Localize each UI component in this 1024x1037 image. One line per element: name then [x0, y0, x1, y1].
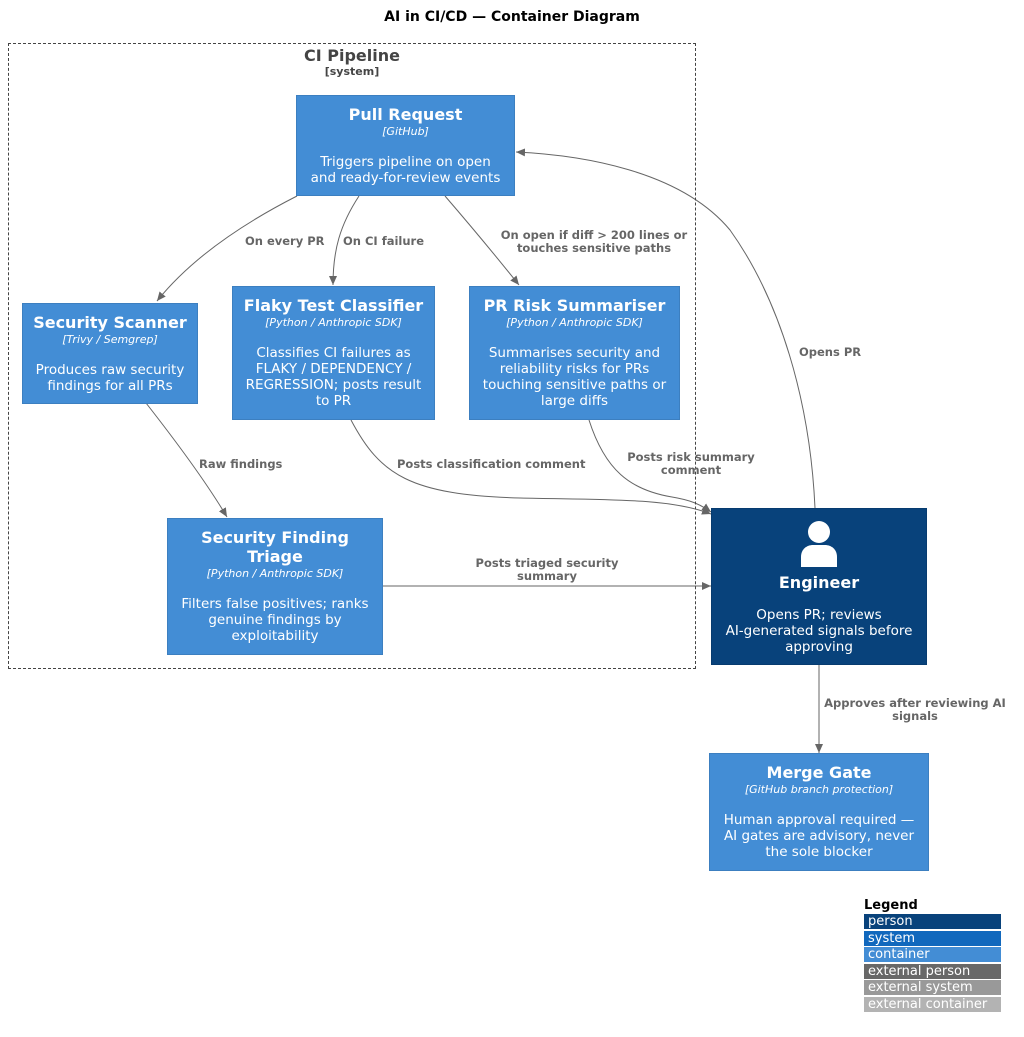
node-description: Summarises security and reliability risk… — [482, 345, 667, 409]
node-name: PR Risk Summariser — [483, 296, 666, 315]
node-technology: [Python / Anthropic SDK] — [506, 316, 643, 329]
legend-item-external-person: external person — [864, 963, 1001, 979]
boundary-type: [system] — [324, 65, 380, 78]
node-description: Produces raw security findings for all P… — [35, 362, 185, 394]
edge-label-every-pr: On every PR — [245, 234, 325, 248]
node-name: Pull Request — [348, 105, 463, 124]
diagram-title: AI in CI/CD — Container Diagram — [384, 9, 640, 25]
person-icon — [801, 521, 837, 567]
legend-item-external-container: external container — [864, 996, 1001, 1012]
node-technology: [GitHub branch protection] — [744, 783, 894, 796]
edge-label-classification: Posts classification comment — [397, 457, 586, 471]
edge-label-risk-summary: Posts risk summary comment — [627, 450, 755, 477]
node-description: Triggers pipeline on open and ready-for-… — [310, 154, 501, 186]
node-description: Opens PR; reviews AI-generated signals b… — [725, 607, 913, 655]
ci-pipeline-boundary — [8, 43, 696, 669]
edge-label-ci-failure: On CI failure — [343, 234, 424, 248]
merge-gate-node[interactable]: Merge Gate [GitHub branch protection] Hu… — [709, 753, 929, 871]
legend-item-person: person — [864, 914, 1001, 929]
node-name: Security Finding Triage — [201, 528, 349, 566]
engineer-person-node[interactable]: Engineer Opens PR; reviews AI-generated … — [711, 508, 927, 665]
node-name: Flaky Test Classifier — [243, 296, 424, 315]
edge-scanner-to-triage — [145, 402, 228, 518]
boundary-name: CI Pipeline — [304, 46, 400, 65]
edge-label-raw-findings: Raw findings — [199, 457, 283, 471]
edge-pr-to-risk — [444, 195, 520, 286]
legend-item-system: system — [864, 930, 1001, 946]
node-name: Security Scanner — [33, 313, 187, 332]
legend-item-container: container — [864, 947, 1001, 962]
node-name: Merge Gate — [766, 763, 872, 782]
edge-label-opens-pr: Opens PR — [799, 345, 862, 359]
pull-request-node[interactable]: Pull Request [GitHub] Triggers pipeline … — [296, 95, 515, 196]
pr-risk-summariser-node[interactable]: PR Risk Summariser [Python / Anthropic S… — [469, 286, 680, 420]
node-name: Engineer — [778, 573, 860, 592]
node-description: Classifies CI failures as FLAKY / DEPEND… — [245, 345, 422, 409]
node-description: Human approval required — AI gates are a… — [723, 812, 915, 860]
legend: Legend person system container external … — [864, 898, 1001, 1013]
security-scanner-node[interactable]: Security Scanner [Trivy / Semgrep] Produ… — [22, 303, 198, 404]
edge-engineer-to-pr — [515, 148, 816, 509]
edge-label-diff-condition: On open if diff > 200 lines or touches s… — [500, 228, 688, 255]
edge-pr-to-scanner — [156, 195, 298, 302]
flaky-test-classifier-node[interactable]: Flaky Test Classifier [Python / Anthropi… — [232, 286, 435, 420]
legend-item-external-system: external system — [864, 980, 1001, 995]
security-finding-triage-node[interactable]: Security Finding Triage [Python / Anthro… — [167, 518, 383, 655]
edge-risk-to-engineer — [588, 419, 712, 513]
edge-pr-to-flaky — [329, 195, 360, 286]
edge-label-approves: Approves after reviewing AI signals — [824, 696, 1006, 723]
edge-flaky-to-engineer — [350, 419, 712, 515]
edge-label-triaged: Posts triaged security summary — [475, 556, 619, 583]
node-technology: [Python / Anthropic SDK] — [206, 567, 344, 580]
node-technology: [GitHub] — [382, 125, 429, 138]
node-technology: [Trivy / Semgrep] — [62, 333, 158, 346]
node-technology: [Python / Anthropic SDK] — [265, 316, 402, 329]
legend-title: Legend — [864, 898, 918, 913]
node-description: Filters false positives; ranks genuine f… — [181, 596, 369, 644]
